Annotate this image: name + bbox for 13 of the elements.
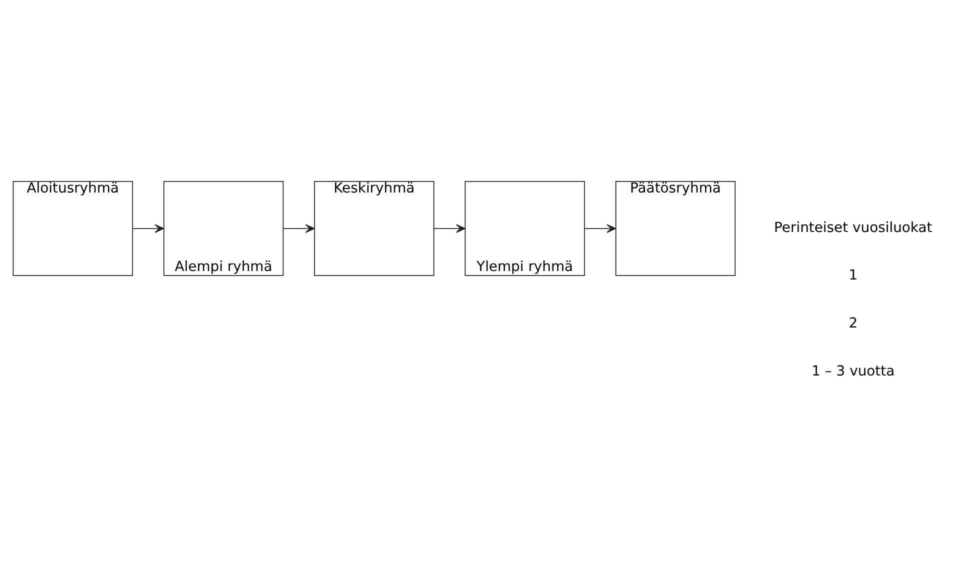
- arrow: [433, 224, 466, 232]
- arrow: [282, 224, 315, 232]
- label: 2: [848, 315, 858, 332]
- arrow: [132, 224, 164, 232]
- node-box: Päätösryhmä: [615, 180, 736, 276]
- node-box: Alempi ryhmä: [163, 180, 284, 276]
- label: Perinteiset vuosiluokat: [774, 219, 932, 236]
- arrow: [584, 224, 616, 232]
- node-box: Ylempi ryhmä: [464, 180, 585, 276]
- label: 1: [848, 267, 858, 284]
- node-box: Aloitusryhmä: [12, 180, 133, 276]
- label: 1 – 3 vuotta: [812, 363, 895, 380]
- node-box: Keskiryhmä: [314, 180, 434, 276]
